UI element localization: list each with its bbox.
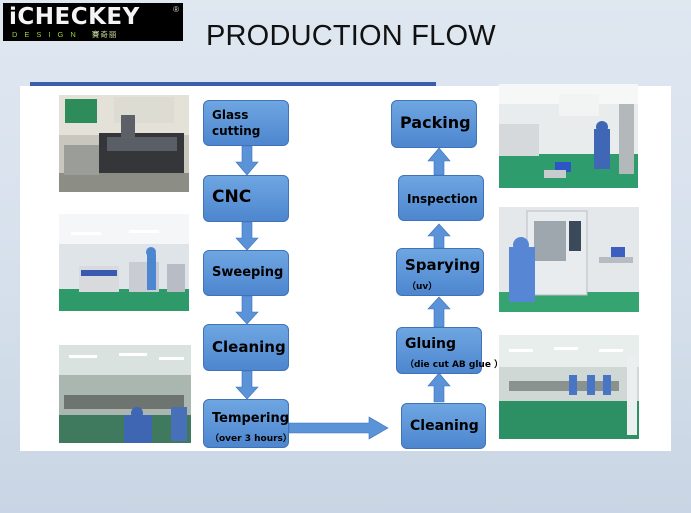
step-gluing-label: Gluing: [405, 336, 457, 352]
registered-mark: ®: [173, 5, 179, 14]
arrow-down-3: [235, 295, 259, 325]
glass-cutting-machine-photo: [59, 95, 189, 192]
step-tempering-note: （over 3 hours）: [210, 434, 292, 444]
brand-name: iCHECKEY: [9, 4, 140, 30]
brand-tagline-en: DESIGN: [12, 30, 83, 39]
arrow-up-3: [427, 223, 451, 249]
arrow-down-1: [235, 145, 259, 176]
step-spraying-note: （uv）: [407, 282, 438, 292]
step-cnc: CNC: [203, 175, 289, 222]
step-glass-cutting-label: Glass cutting: [212, 108, 261, 138]
dust-free-workshop-photo: [499, 335, 639, 439]
arrow-up-4: [427, 147, 451, 176]
step-sweeping: Sweeping: [203, 250, 289, 296]
brand-tagline: DESIGN 賽奇丽: [12, 30, 117, 39]
step-gluing: Gluing （die cut AB glue ）: [396, 327, 503, 374]
assembly-line-photo: [59, 345, 191, 443]
step-tempering: Tempering （over 3 hours）: [203, 399, 292, 448]
page-title: PRODUCTION FLOW: [206, 20, 496, 52]
step-cleaning-1: Cleaning: [203, 324, 289, 371]
step-glass-cutting: Glass cutting: [203, 100, 289, 146]
step-spraying: Sparying （uv）: [396, 248, 484, 296]
step-cleaning-2-label: Cleaning: [410, 418, 479, 434]
packing-area-photo: [499, 84, 638, 188]
step-inspection: Inspection: [398, 175, 484, 221]
arrow-down-2: [235, 221, 259, 251]
brand-logo: iCHECKEY ® DESIGN 賽奇丽: [3, 3, 183, 41]
step-tempering-label: Tempering: [212, 411, 290, 426]
brand-tagline-cn: 賽奇丽: [91, 30, 118, 39]
step-sweeping-label: Sweeping: [212, 265, 284, 280]
arrow-down-4: [235, 370, 259, 400]
arrow-up-2: [427, 296, 451, 328]
cleanroom-workshop-photo: [59, 214, 189, 311]
step-cleaning-2: Cleaning: [401, 403, 486, 449]
step-inspection-label: Inspection: [407, 192, 478, 206]
title-divider: [30, 82, 436, 86]
arrow-up-1: [427, 372, 451, 403]
step-spraying-label: Sparying: [405, 256, 481, 274]
step-gluing-note: （die cut AB glue ）: [405, 360, 504, 370]
arrow-right-1: [288, 416, 389, 440]
step-packing: Packing: [391, 100, 477, 148]
step-packing-label: Packing: [400, 113, 471, 132]
spray-machine-photo: [499, 207, 639, 312]
step-cnc-label: CNC: [212, 187, 252, 207]
step-cleaning-1-label: Cleaning: [212, 338, 286, 356]
